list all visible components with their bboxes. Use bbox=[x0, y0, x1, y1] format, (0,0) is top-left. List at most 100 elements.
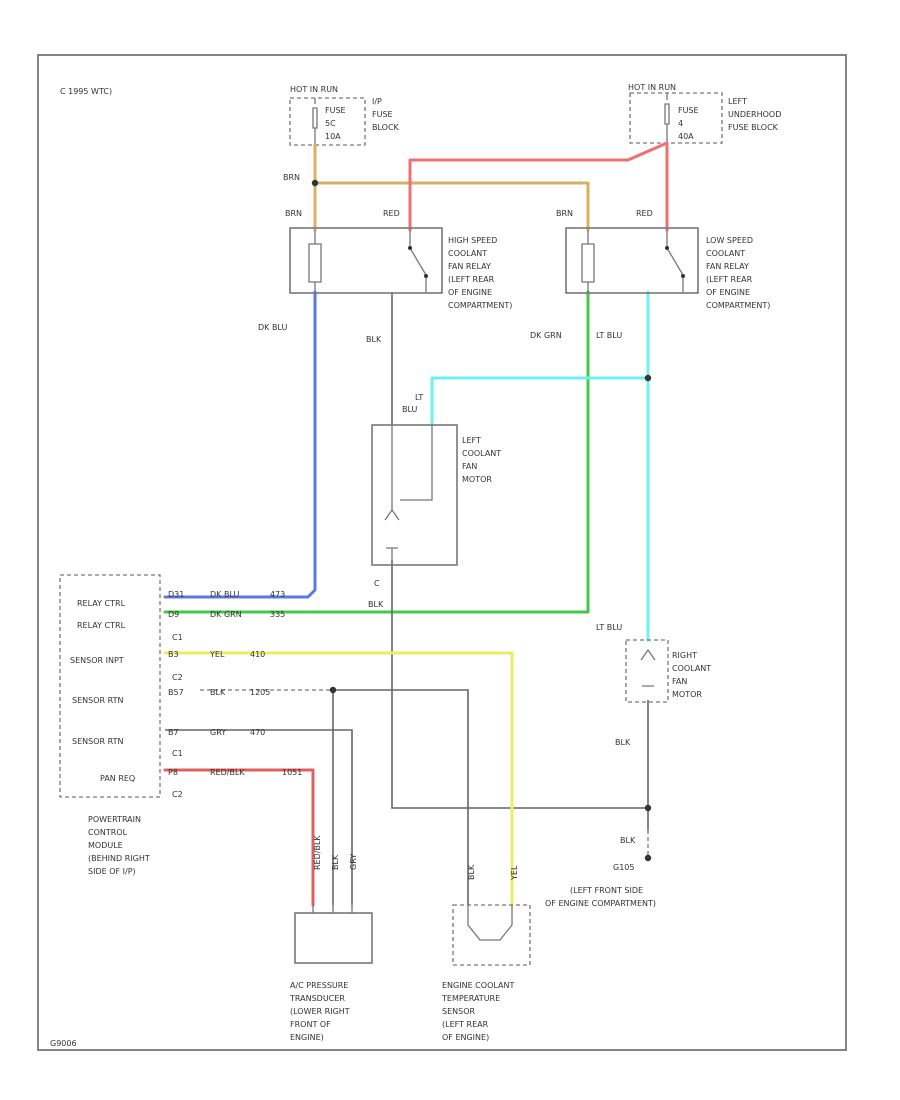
diagram-label: 473 bbox=[270, 590, 285, 599]
diagram-label: MOTOR bbox=[462, 475, 492, 484]
wire-blk-rtn bbox=[330, 689, 469, 905]
diagram-label: 410 bbox=[250, 650, 265, 659]
wire-gry bbox=[165, 729, 353, 905]
diagram-label: HIGH SPEED bbox=[448, 236, 497, 245]
diagram-label: B57 bbox=[168, 688, 184, 697]
diagram-label: (LEFT FRONT SIDE bbox=[570, 886, 643, 895]
diagram-label: LT bbox=[415, 393, 423, 402]
diagram-label: BLK bbox=[620, 836, 636, 845]
diagram-label: BLK bbox=[366, 335, 382, 344]
diagram-label: PAN REQ bbox=[100, 774, 135, 783]
diagram-label: C2 bbox=[172, 790, 183, 799]
diagram-label: 470 bbox=[250, 728, 265, 737]
wire-red-blk bbox=[163, 768, 315, 907]
diagram-label: C1 bbox=[172, 749, 183, 758]
diagram-label: G105 bbox=[613, 863, 634, 872]
powertrain-control-module: RELAY CTRL RELAY CTRL SENSOR INPT SENSOR… bbox=[59, 574, 302, 876]
diagram-label: BLK bbox=[210, 688, 226, 697]
ac-pressure-transducer: A/C PRESSURE TRANSDUCER (LOWER RIGHT FRO… bbox=[289, 905, 373, 1042]
diagram-label: TEMPERATURE bbox=[441, 994, 500, 1003]
diagram-label: RED/BLK bbox=[313, 835, 322, 870]
diagram-label: FAN bbox=[672, 677, 687, 686]
diagram-label: 335 bbox=[270, 610, 285, 619]
wire-blk-motor bbox=[391, 560, 648, 809]
diagram-label: BLK bbox=[368, 600, 384, 609]
diagram-label: 1051 bbox=[282, 768, 302, 777]
diagram-label: DK GRN bbox=[210, 610, 242, 619]
diagram-label: FAN bbox=[462, 462, 477, 471]
diagram-label: BLU bbox=[402, 405, 418, 414]
diagram-label: YEL bbox=[510, 865, 519, 881]
diagram-label: 10A bbox=[325, 132, 341, 141]
ip-fuse-block: HOT IN RUN FUSE 5C 10A I/P FUSE BLOCK bbox=[289, 85, 400, 146]
diagram-label: FAN RELAY bbox=[448, 262, 491, 271]
diagram-label: SENSOR INPT bbox=[70, 656, 124, 665]
diagram-label: TRANSDUCER bbox=[289, 994, 345, 1003]
diagram-label: B3 bbox=[168, 650, 179, 659]
diagram-label: D9 bbox=[168, 610, 179, 619]
diagram-label: COMPARTMENT) bbox=[706, 301, 770, 310]
diagram-label: RED bbox=[636, 209, 653, 218]
diagram-label: POWERTRAIN bbox=[88, 815, 141, 824]
diagram-label: CONTROL bbox=[88, 828, 128, 837]
diagram-label: RED/BLK bbox=[210, 768, 245, 777]
diagram-label: (LOWER RIGHT bbox=[290, 1007, 350, 1016]
diagram-label: COMPARTMENT) bbox=[448, 301, 512, 310]
diagram-label: RELAY CTRL bbox=[77, 621, 126, 630]
diagram-label: (BEHIND RIGHT bbox=[88, 854, 150, 863]
diagram-label: A/C PRESSURE bbox=[290, 981, 348, 990]
diagram-label: COOLANT bbox=[462, 449, 501, 458]
diagram-label: SIDE OF I/P) bbox=[88, 867, 136, 876]
diagram-label: C2 bbox=[172, 673, 183, 682]
diagram-label: BRN bbox=[285, 209, 302, 218]
wire-red bbox=[408, 141, 669, 232]
diagram-label: LT BLU bbox=[596, 623, 622, 632]
diagram-label: RELAY CTRL bbox=[77, 599, 126, 608]
diagram-label: SENSOR bbox=[442, 1007, 475, 1016]
diagram-label: (LEFT REAR bbox=[448, 275, 495, 284]
diagram-label: OF ENGINE) bbox=[442, 1033, 489, 1042]
diagram-label: C bbox=[374, 579, 380, 588]
diagram-label: RIGHT bbox=[672, 651, 697, 660]
diagram-label: (LEFT REAR bbox=[442, 1020, 489, 1029]
label-brn-top: BRN bbox=[283, 173, 300, 182]
diagram-label: ENGINE COOLANT bbox=[442, 981, 514, 990]
diagram-label: FUSE bbox=[372, 110, 393, 119]
diagram-label: SENSOR RTN bbox=[72, 737, 123, 746]
diagram-label: ENGINE) bbox=[290, 1033, 324, 1042]
diagram-label: FAN RELAY bbox=[706, 262, 749, 271]
diagram-label: MODULE bbox=[88, 841, 123, 850]
wire-dk-blu bbox=[163, 290, 317, 599]
diagram-label: YEL bbox=[209, 650, 225, 659]
wire-brn-top bbox=[313, 143, 590, 232]
diagram-label: P8 bbox=[168, 768, 178, 777]
diagram-label: B7 bbox=[168, 728, 179, 737]
diagram-label: BLK bbox=[467, 864, 476, 880]
diagram-label: BLK bbox=[615, 738, 631, 747]
diagram-label: OF ENGINE bbox=[706, 288, 750, 297]
diagram-label: HOT IN RUN bbox=[290, 85, 338, 94]
diagram-label: LEFT bbox=[728, 97, 747, 106]
diagram-label: LOW SPEED bbox=[706, 236, 753, 245]
diagram-label: BRN bbox=[556, 209, 573, 218]
diagram-label: 5C bbox=[325, 119, 336, 128]
diagram-label: FRONT OF bbox=[290, 1020, 331, 1029]
diagram-label: 40A bbox=[678, 132, 694, 141]
diagram-label: (LEFT REAR bbox=[706, 275, 753, 284]
diagram-label: OF ENGINE bbox=[448, 288, 492, 297]
diagram-label: FUSE BLOCK bbox=[728, 123, 779, 132]
header-code: C 1995 WTC) bbox=[60, 87, 112, 96]
diagram-label: GRY bbox=[349, 854, 358, 870]
diagram-label: BLOCK bbox=[372, 123, 400, 132]
diagram-label: RED bbox=[383, 209, 400, 218]
diagram-label: DK BLU bbox=[210, 590, 239, 599]
diagram-label: SENSOR RTN bbox=[72, 696, 123, 705]
diagram-label: FUSE bbox=[325, 106, 346, 115]
diagram-label: BLK bbox=[331, 854, 340, 870]
diagram-label: COOLANT bbox=[672, 664, 711, 673]
diagram-label: GRY bbox=[210, 728, 226, 737]
diagram-label: OF ENGINE COMPARTMENT) bbox=[545, 899, 656, 908]
diagram-label: UNDERHOOD bbox=[728, 110, 781, 119]
right-coolant-fan-motor: RIGHT COOLANT FAN MOTOR bbox=[625, 639, 711, 703]
diagram-label: MOTOR bbox=[672, 690, 702, 699]
